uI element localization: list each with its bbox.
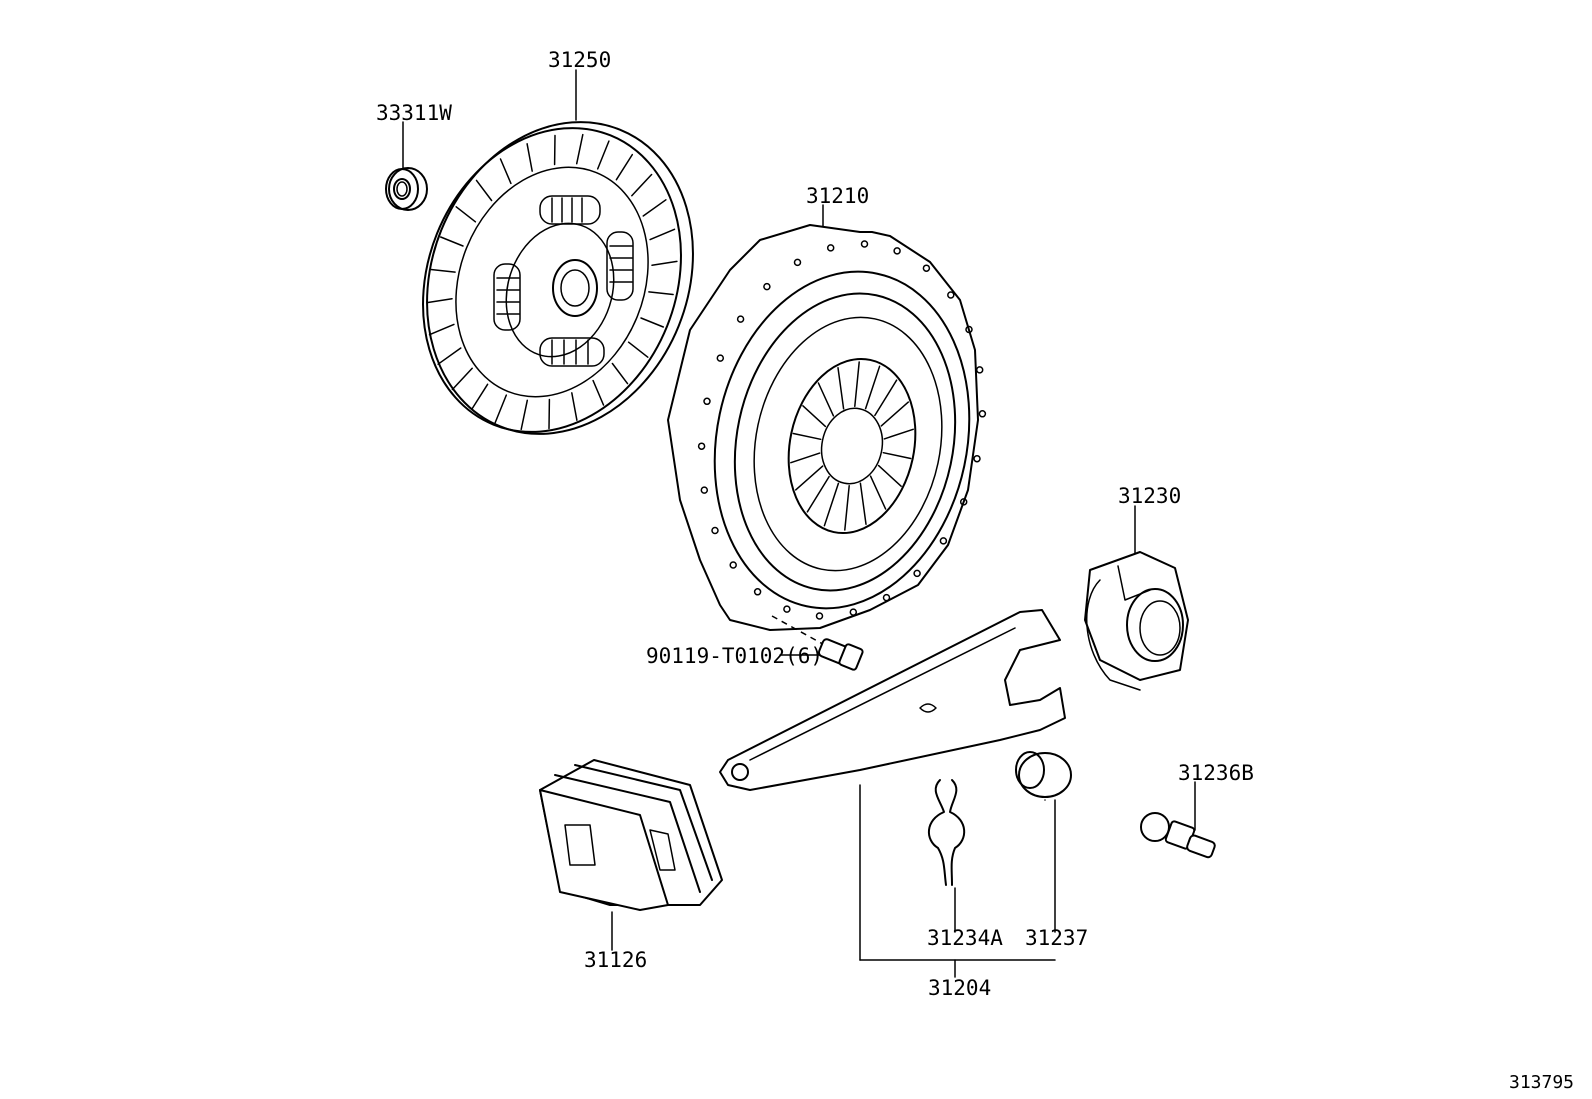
label-31234A: 31234A (927, 926, 1003, 950)
label-31230: 31230 (1118, 484, 1181, 508)
pilot-bearing-33311W (385, 121, 428, 211)
clip-31234A (928, 779, 966, 886)
release-fork-31204 (719, 609, 1066, 791)
label-31204: 31204 (928, 976, 991, 1000)
diagram-id: 313795 (1509, 1072, 1574, 1093)
clutch-cover-31210 (667, 204, 987, 631)
label-33311W: 33311W (376, 101, 452, 125)
label-31250: 31250 (548, 48, 611, 72)
clutch-disc-31250 (422, 69, 694, 435)
label-90119-T0102: 90119-T0102(6) (646, 644, 823, 668)
leader-31204-group (859, 784, 1056, 978)
pivot-stud-31236B (1140, 781, 1216, 859)
label-31126: 31126 (584, 948, 647, 972)
release-bearing-31230 (1084, 505, 1189, 691)
label-31210: 31210 (806, 184, 869, 208)
label-31237: 31237 (1025, 926, 1088, 950)
boot-cap-31237 (1015, 751, 1072, 801)
bolt-90119-T0102 (771, 615, 864, 671)
label-31236B: 31236B (1178, 761, 1254, 785)
release-fork-boot-31126 (539, 759, 723, 951)
